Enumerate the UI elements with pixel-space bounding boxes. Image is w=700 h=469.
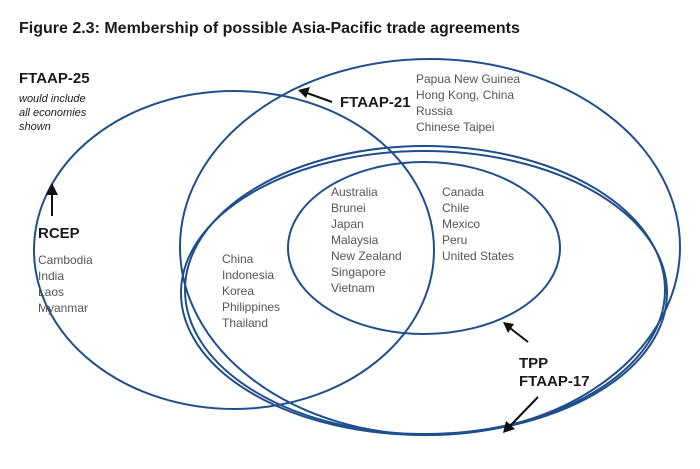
rcep-arrow (46, 183, 58, 216)
ftaap17-label: FTAAP-17 (519, 373, 590, 390)
ftaap21-label: FTAAP-21 (340, 94, 411, 111)
rcep-only-list: Cambodia India Laos Myanmar (38, 253, 96, 315)
figure-title: Figure 2.3: Membership of possible Asia-… (19, 20, 520, 37)
core-ellipse (287, 161, 561, 335)
ftaap25-note-line-3: shown (19, 121, 51, 133)
rcep-tpp-list: Australia Brunei Japan Malaysia New Zeal… (331, 185, 405, 295)
tpp-label: TPP (519, 355, 548, 372)
tpp-ellipse (180, 150, 668, 436)
ftaap25-label: FTAAP-25 (19, 70, 90, 87)
rcep-ellipse (33, 90, 435, 410)
tpp-only-list: Canada Chile Mexico Peru United States (442, 185, 514, 263)
rcep-ftaap17-list: China Indonesia Korea Philippines Thaila… (222, 252, 283, 330)
rcep-label: RCEP (38, 225, 80, 242)
ftaap21-only-list: Papua New Guinea Hong Kong, China Russia… (416, 72, 523, 134)
ftaap25-note-line-1: would include (19, 93, 86, 105)
ftaap17-arrow (503, 396, 539, 433)
ftaap21-arrow (298, 87, 333, 103)
tpp-arrow (503, 322, 529, 343)
ftaap25-note-line-2: all economies (19, 107, 87, 119)
